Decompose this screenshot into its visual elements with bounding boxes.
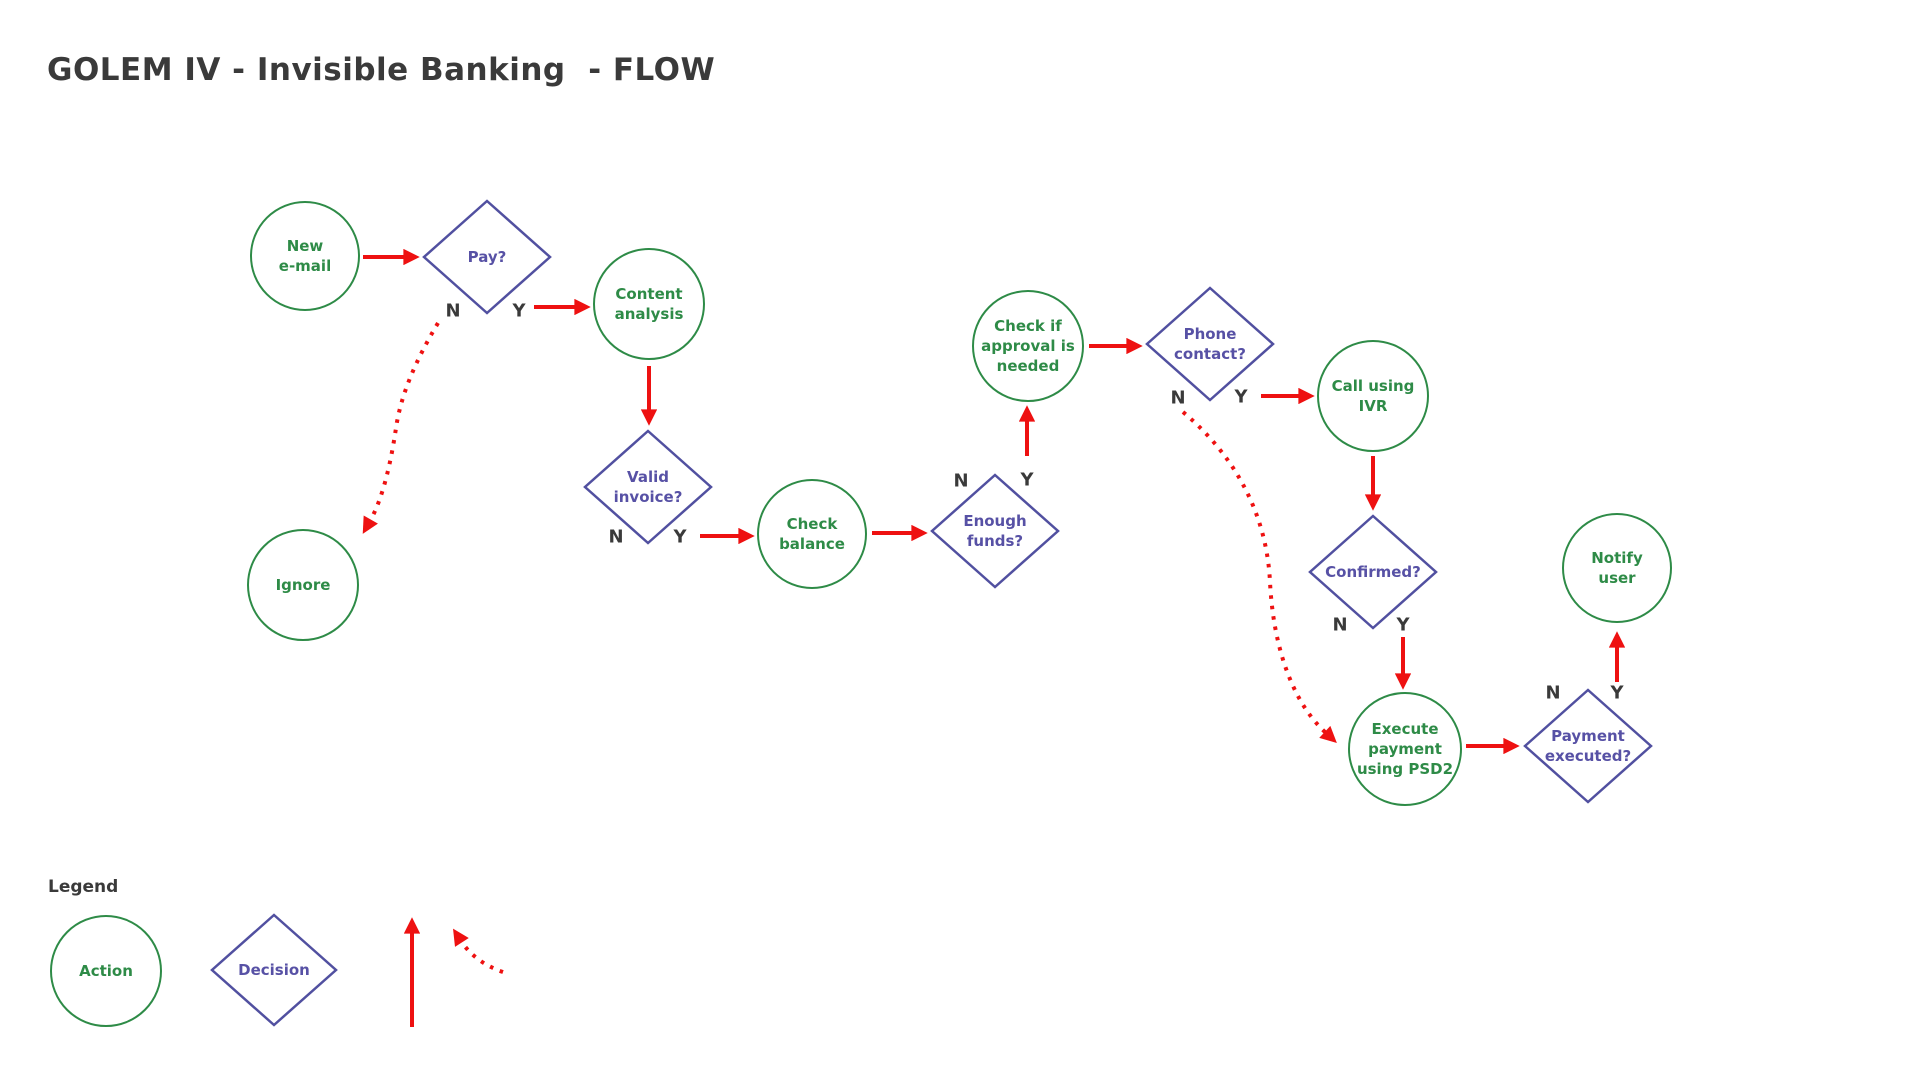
- node-call-ivr-label: Call using IVR: [1331, 376, 1415, 415]
- node-check-balance: Check balance: [757, 479, 867, 589]
- branch-label-confirmed-y: Y: [1396, 614, 1410, 636]
- branch-label-enough-funds-y: Y: [1020, 469, 1034, 491]
- branch-label-pay-y: Y: [512, 300, 526, 322]
- diamond-shape: [422, 199, 552, 315]
- node-pay: Pay?: [422, 199, 552, 315]
- branch-label-enough-funds-n: N: [953, 470, 969, 492]
- node-execute-payment: Execute payment using PSD2: [1348, 692, 1462, 806]
- node-notify-user: Notify user: [1562, 513, 1672, 623]
- legend-dotted-arrow: [453, 928, 504, 974]
- node-execute-payment-label: Execute payment using PSD2: [1356, 719, 1454, 779]
- node-ignore: Ignore: [247, 529, 359, 641]
- legend-action-circle: Action: [50, 915, 162, 1027]
- page-title: GOLEM IV - Invisible Banking - FLOW: [47, 52, 716, 88]
- node-enough-funds: Enough funds?: [930, 473, 1060, 589]
- node-pay-label: Pay?: [467, 247, 507, 266]
- node-phone-contact-label: Phone contact?: [1174, 324, 1246, 363]
- branch-label-phone-contact-y: Y: [1234, 386, 1248, 408]
- diamond-shape: [1523, 688, 1653, 804]
- arrow-pay-no-to-ignore-dotted: [362, 321, 440, 534]
- node-confirmed: Confirmed?: [1308, 514, 1438, 630]
- node-notify-user-label: Notify user: [1591, 548, 1643, 587]
- node-phone-contact: Phone contact?: [1145, 286, 1275, 402]
- node-confirmed-label: Confirmed?: [1325, 562, 1421, 581]
- diamond-shape: [930, 473, 1060, 589]
- node-check-balance-label: Check balance: [779, 514, 845, 553]
- diamond-shape: [1308, 514, 1438, 630]
- branch-label-pay-n: N: [445, 300, 461, 322]
- node-new-email-label: New e-mail: [278, 236, 332, 275]
- node-payment-executed-label: Payment executed?: [1544, 726, 1632, 765]
- node-payment-executed: Payment executed?: [1523, 688, 1653, 804]
- node-content-analysis: Content analysis: [593, 248, 705, 360]
- branch-label-valid-invoice-y: Y: [673, 526, 687, 548]
- branch-label-confirmed-n: N: [1332, 614, 1348, 636]
- legend-heading: Legend: [48, 877, 119, 897]
- branch-label-phone-contact-n: N: [1170, 387, 1186, 409]
- legend-decision-diamond: Decision: [210, 913, 338, 1027]
- legend-action-label: Action: [79, 961, 133, 980]
- legend-decision-label: Decision: [238, 960, 310, 979]
- node-check-approval: Check if approval is needed: [972, 290, 1084, 402]
- diamond-shape: [1145, 286, 1275, 402]
- node-check-approval-label: Check if approval is needed: [981, 316, 1075, 376]
- diamond-shape: [583, 429, 713, 545]
- diamond-shape: [210, 913, 338, 1027]
- node-valid-invoice: Valid invoice?: [583, 429, 713, 545]
- node-ignore-label: Ignore: [275, 575, 331, 594]
- arrow-phone-contact-no-to-execute-payment-dotted: [1181, 410, 1337, 743]
- node-enough-funds-label: Enough funds?: [963, 511, 1027, 550]
- branch-label-payment-executed-y: Y: [1610, 682, 1624, 704]
- node-valid-invoice-label: Valid invoice?: [613, 467, 683, 506]
- branch-label-valid-invoice-n: N: [608, 526, 624, 548]
- node-new-email: New e-mail: [250, 201, 360, 311]
- node-call-ivr: Call using IVR: [1317, 340, 1429, 452]
- node-content-analysis-label: Content analysis: [614, 284, 684, 323]
- branch-label-payment-executed-n: N: [1545, 682, 1561, 704]
